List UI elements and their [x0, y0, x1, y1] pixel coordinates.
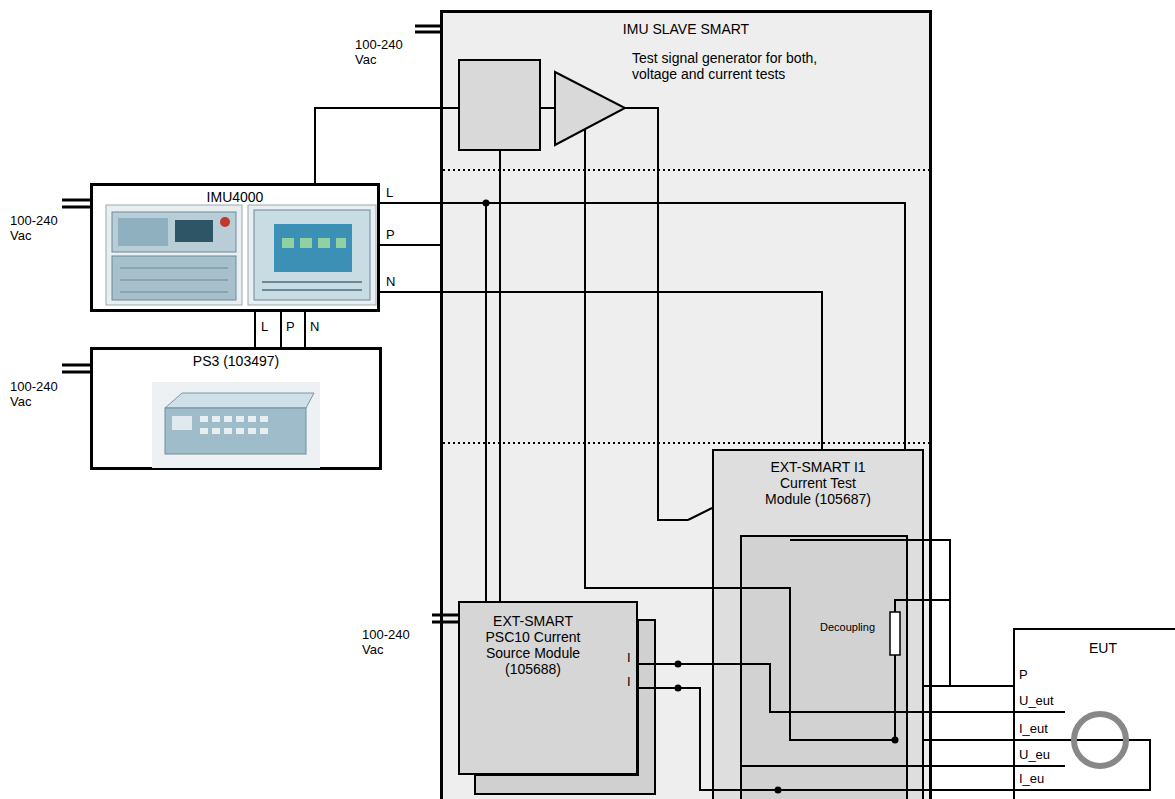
wire-connector [380, 244, 440, 246]
wire-connector [304, 312, 306, 347]
wire-connector [924, 765, 1013, 767]
supply-label: 100-240 Vac [10, 380, 64, 410]
device-front [254, 210, 370, 300]
junction-dots [483, 200, 899, 794]
pin-label-holder: U_eu [1018, 748, 1051, 763]
supply-label: 100-240 Vac [362, 628, 416, 658]
device-details [120, 268, 228, 292]
wire-connector [924, 789, 1013, 791]
pin-label: U_eu [1018, 748, 1051, 763]
switch-symbol [688, 508, 712, 520]
pin-label: U_eut [1018, 694, 1055, 709]
box-title: EXT-SMART I1 Current Test Module (105687… [762, 459, 874, 507]
label-holder: I [627, 651, 631, 666]
wire-connector [924, 739, 1013, 741]
signal-name: P [386, 228, 395, 243]
device-details [262, 282, 362, 290]
label-holder: 100-240 Vac [355, 38, 409, 68]
emergency-stop [220, 217, 230, 227]
power-inlet-symbol [62, 26, 458, 622]
device-lower-unit [112, 256, 236, 300]
annotation: Test signal generator for both, voltage … [632, 50, 847, 82]
wire-connector [380, 203, 905, 449]
box-title: IMU SLAVE SMART [443, 21, 929, 37]
label-holder: I [627, 675, 631, 690]
label-holder: P [286, 320, 295, 335]
signal-name: N [310, 320, 319, 335]
wire-connector [280, 312, 282, 347]
pin-label: I_eut [1018, 722, 1049, 737]
generator-box [459, 60, 540, 150]
box-title: PS3 (103497) [93, 353, 379, 369]
label-holder: 100-240 Vac [10, 214, 64, 244]
device-display [175, 220, 213, 242]
box-title: IMU4000 [93, 189, 377, 205]
amplifier-symbol [555, 72, 625, 145]
device-photo [248, 205, 376, 305]
device-photo [152, 382, 320, 468]
pin-label-holder: P [1018, 668, 1029, 683]
signal-name: L [386, 186, 393, 201]
device-buttons [200, 416, 268, 434]
wire-connector [638, 688, 712, 790]
wire-connector [380, 203, 486, 601]
box-title: Decoupling [820, 621, 884, 634]
pin-label: I_eu [1018, 772, 1045, 787]
label-holder: L [261, 320, 268, 335]
signal-name: L [261, 320, 268, 335]
module-shadow [475, 620, 655, 794]
wire-connector [638, 663, 712, 665]
wire [315, 108, 1150, 790]
touch-screen [274, 224, 352, 272]
decoupling-section: Decoupling [740, 535, 908, 799]
label-holder: N [386, 275, 395, 290]
junction-dot [775, 787, 782, 794]
label-holder: N [310, 320, 319, 335]
label-holder: Test signal generator for both, voltage … [632, 50, 847, 82]
box-title: EXT-SMART PSC10 Current Source Module (1… [478, 613, 588, 677]
output-name: I [627, 675, 631, 690]
resistor-symbol [890, 612, 900, 655]
output-name: I [627, 651, 631, 666]
pin-label: P [1018, 668, 1029, 683]
supply-label: 100-240 Vac [10, 214, 64, 244]
device-panel [118, 218, 168, 246]
signal-name: N [386, 275, 395, 290]
wire-connector [924, 711, 1013, 713]
supply-label: 100-240 Vac [355, 38, 409, 68]
pin-label-holder: I_eut [1018, 722, 1049, 737]
box-title: EUT [1089, 640, 1175, 656]
current-probe-symbol [1074, 714, 1126, 766]
label-holder: 100-240 Vac [10, 380, 64, 410]
label-holder: P [386, 228, 395, 243]
pin-label-holder: U_eut [1018, 694, 1055, 709]
label-holder: L [386, 186, 393, 201]
device-photo [106, 205, 242, 305]
screen-buttons [282, 238, 346, 248]
signal-name: P [286, 320, 295, 335]
wire-connector [380, 292, 822, 449]
device-top [165, 393, 314, 408]
pin-label-holder: I_eu [1018, 772, 1045, 787]
device-front [165, 408, 306, 454]
device-display [172, 416, 192, 430]
wire-connector [254, 312, 256, 347]
label-holder: 100-240 Vac [362, 628, 416, 658]
wire-connector [924, 685, 1013, 687]
section-divider [443, 170, 929, 443]
device-front [112, 212, 236, 252]
power-inlet-symbols [62, 26, 458, 622]
module-box: EXT-SMART PSC10 Current Source Module (1… [458, 601, 638, 775]
imu4000-illustration [106, 205, 376, 305]
ps3-illustration [152, 382, 320, 468]
junction-dot [892, 737, 899, 744]
